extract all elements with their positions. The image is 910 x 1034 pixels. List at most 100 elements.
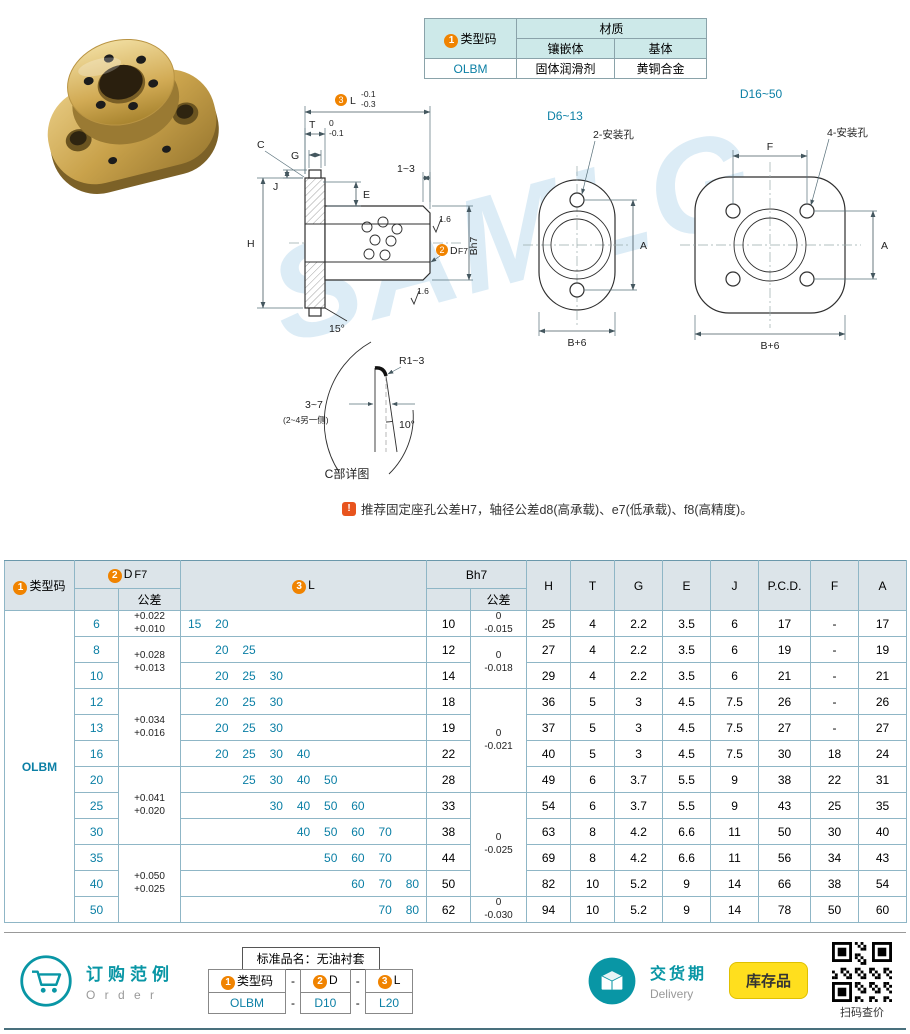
cell-t: 6: [570, 792, 616, 819]
delivery-title-en: Delivery: [649, 987, 694, 1001]
l-value: [235, 851, 262, 865]
l-value: 25: [242, 642, 256, 657]
cell-f: 34: [810, 844, 860, 871]
dim-chamfer: 1~3: [397, 163, 415, 175]
cell-j: 14: [710, 870, 760, 897]
cell-pcd: 27: [758, 714, 812, 741]
l-value: 20: [215, 616, 229, 631]
l-value: [208, 773, 235, 787]
b-cell: 22: [426, 740, 472, 767]
l-value: [181, 643, 208, 657]
l-value: [317, 617, 344, 631]
cell-g: 4.2: [614, 844, 664, 871]
col-g: G: [614, 560, 664, 611]
cell-a: 54: [858, 870, 908, 897]
l-value: [181, 669, 208, 683]
l-value: 70: [378, 850, 392, 865]
cell-a: 60: [858, 896, 908, 923]
cell-pcd: 56: [758, 844, 812, 871]
code-value-row: OLBM - D10 - L20: [207, 992, 414, 1014]
d-tolerance-cell: +0.041+0.020: [117, 766, 182, 845]
l-value: [263, 903, 290, 917]
l-value: 20: [215, 720, 229, 735]
col-j: J: [710, 560, 760, 611]
cell-e: 6.6: [662, 844, 712, 871]
cell-pcd: 66: [758, 870, 812, 897]
svg-text:F7: F7: [458, 246, 468, 256]
l-value: [317, 877, 344, 891]
cell-j: 11: [710, 844, 760, 871]
l-value: [235, 799, 262, 813]
d-cell: 25: [74, 792, 119, 819]
order-title: 订购范例 O r d e r: [86, 960, 174, 1002]
cell-e: 9: [662, 870, 712, 897]
l-value: [181, 851, 208, 865]
cell-e: 6.6: [662, 818, 712, 845]
front-view-2hole-title: D6~13: [547, 109, 583, 123]
dim-g: G: [291, 150, 299, 162]
detail-dim: 3~7: [305, 399, 323, 411]
l-value: 25: [242, 746, 256, 761]
cell-h: 82: [526, 870, 572, 897]
delivery-title-cn: 交货期: [649, 966, 707, 983]
l-value: [235, 903, 262, 917]
cell-pcd: 19: [758, 636, 812, 663]
svg-text:0: 0: [329, 118, 334, 128]
dim-d: D: [450, 245, 458, 257]
d-cell: 20: [74, 766, 119, 793]
inlay-header: 镶嵌体: [516, 38, 615, 59]
cell-f: 50: [810, 896, 860, 923]
order-title-cn: 订购范例: [86, 964, 174, 984]
l-value: 50: [324, 772, 338, 787]
col-pcd: P.C.D.: [758, 560, 812, 611]
l-value: 60: [351, 850, 365, 865]
d-tolerance-cell: +0.022+0.010: [117, 610, 182, 637]
l-value: [399, 799, 426, 813]
l-value: [317, 695, 344, 709]
circled-3-icon: 3: [292, 579, 307, 594]
cell-e: 3.5: [662, 610, 712, 637]
b-cell: 33: [426, 792, 472, 819]
cell-j: 9: [710, 792, 760, 819]
l-value: 80: [405, 876, 420, 891]
front-view-2hole: D6~13 2-安装孔 A B+6: [523, 109, 647, 349]
l-value: [290, 669, 317, 683]
cell-g: 3: [614, 740, 664, 767]
code-separator: -: [355, 996, 360, 1010]
svg-text:-0.3: -0.3: [361, 99, 376, 109]
tolerance-note: ! 推荐固定座孔公差H7，轴径公差d8(高承载)、e7(低承载)、f8(高精度)…: [342, 499, 753, 518]
cell-e: 5.5: [662, 766, 712, 793]
circled-1-icon: 1: [444, 33, 459, 48]
b-cell: 10: [426, 610, 472, 637]
cell-pcd: 21: [758, 662, 812, 689]
cell-j: 11: [710, 818, 760, 845]
l-value: [399, 643, 426, 657]
mount-holes-4-label: 4-安装孔: [827, 126, 868, 139]
roughness-mark: 1.6: [432, 214, 451, 234]
cell-e: 5.5: [662, 792, 712, 819]
cell-a: 19: [858, 636, 908, 663]
inlay-value: 固体润滑剂: [516, 58, 615, 79]
cell-pcd: 43: [758, 792, 812, 819]
l-value: 50: [324, 798, 338, 813]
cell-g: 4.2: [614, 818, 664, 845]
cell-pcd: 26: [758, 688, 812, 715]
l-value: 30: [269, 694, 283, 709]
l-value: [317, 721, 344, 735]
dim-a: A: [640, 240, 647, 252]
cell-j: 6: [710, 610, 760, 637]
cell-g: 2.2: [614, 610, 664, 637]
l-value: [399, 617, 426, 631]
